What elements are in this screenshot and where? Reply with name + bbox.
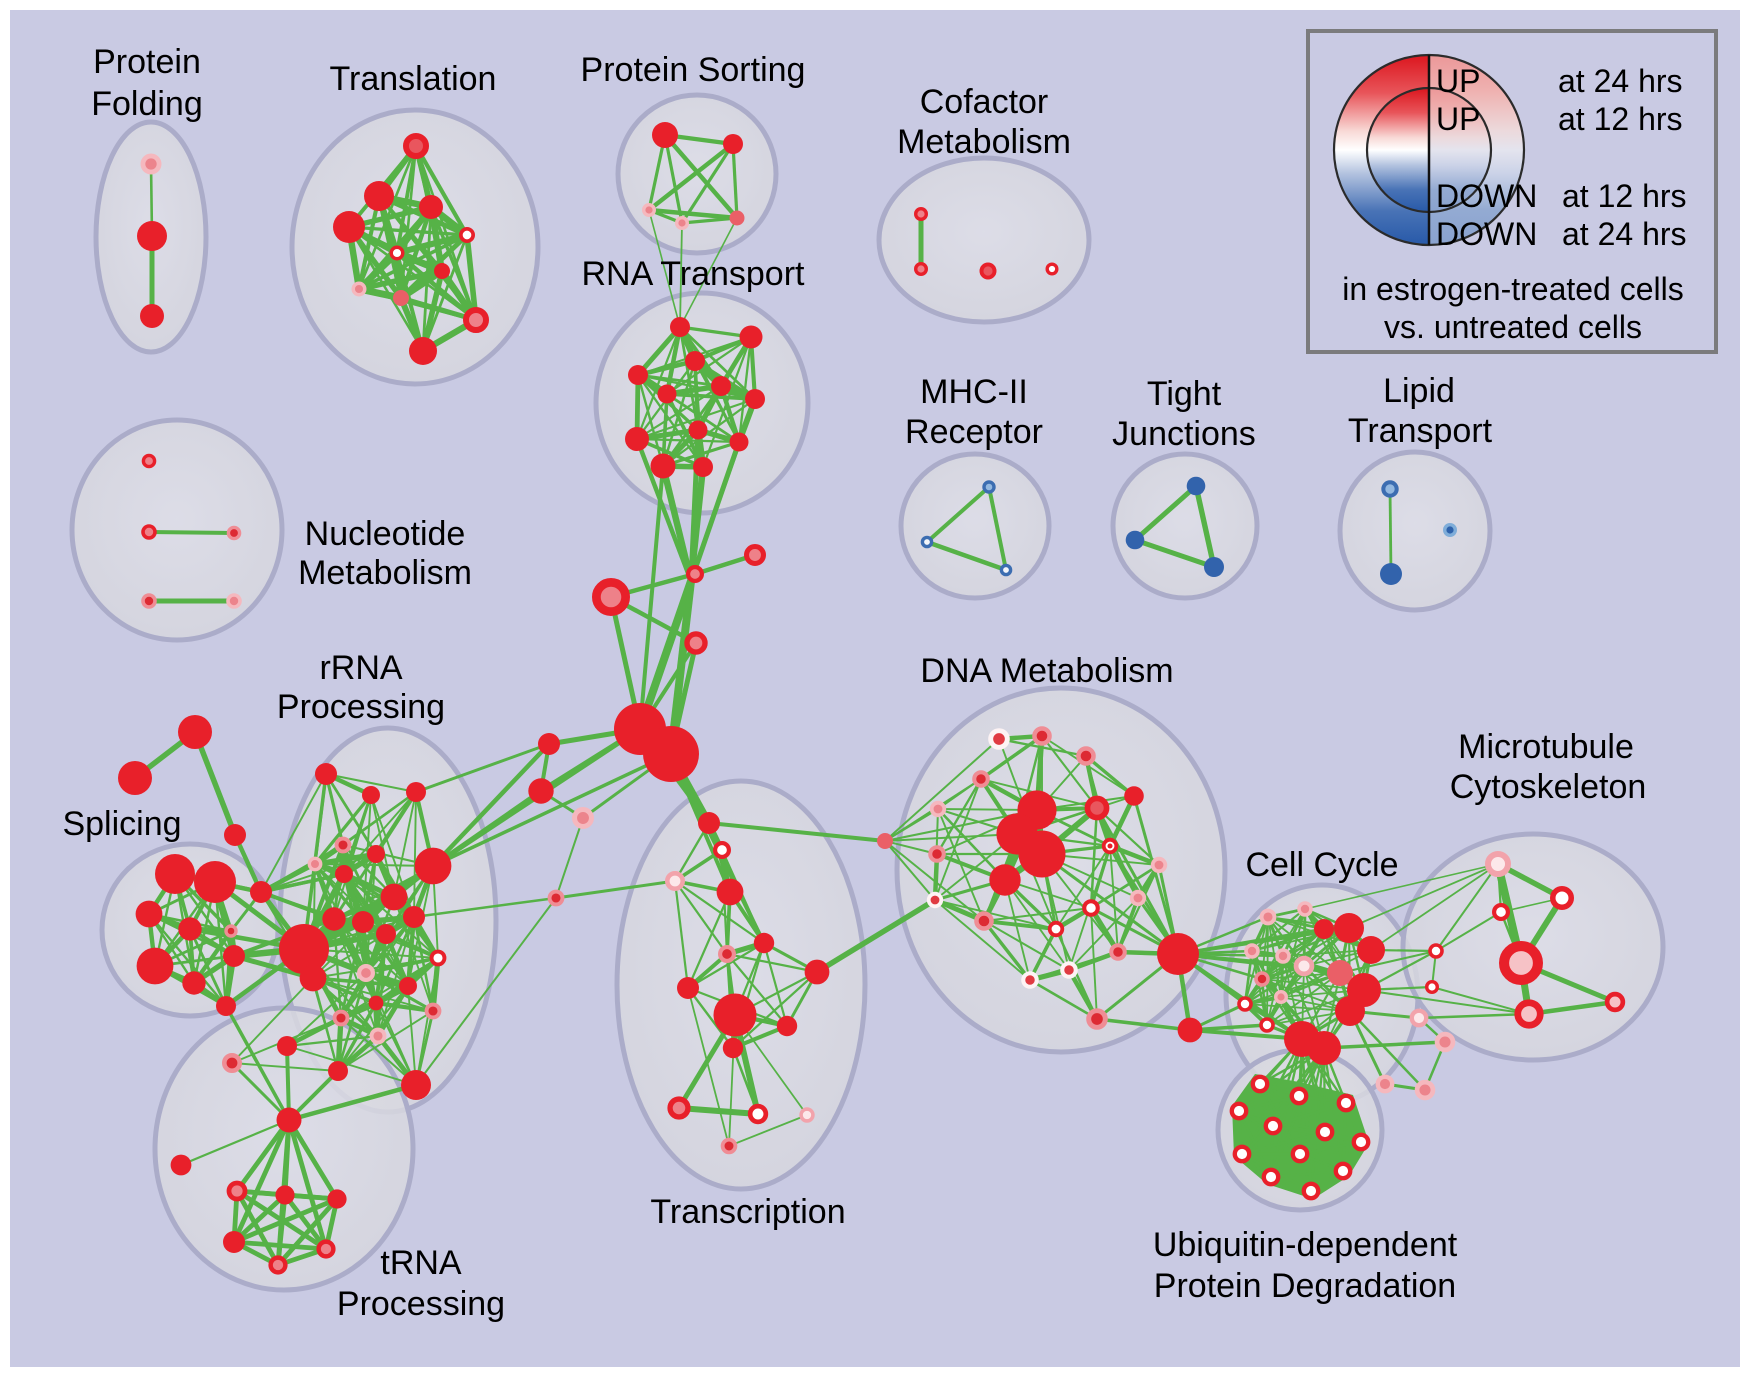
svg-text:rRNA: rRNA — [319, 649, 402, 687]
svg-text:Cofactor: Cofactor — [920, 83, 1049, 121]
svg-text:Tight: Tight — [1147, 375, 1222, 413]
svg-text:Cytoskeleton: Cytoskeleton — [1450, 768, 1647, 806]
svg-text:tRNA: tRNA — [380, 1244, 462, 1282]
svg-text:at 24 hrs: at 24 hrs — [1558, 63, 1683, 99]
svg-text:Cell Cycle: Cell Cycle — [1245, 846, 1398, 884]
svg-text:DOWN: DOWN — [1436, 216, 1537, 252]
svg-text:vs. untreated cells: vs. untreated cells — [1384, 309, 1642, 345]
svg-text:Microtubule: Microtubule — [1458, 728, 1634, 766]
svg-text:at 24 hrs: at 24 hrs — [1562, 216, 1687, 252]
svg-text:Folding: Folding — [91, 85, 203, 123]
svg-text:Metabolism: Metabolism — [298, 554, 472, 592]
svg-text:Processing: Processing — [277, 688, 445, 726]
svg-text:Metabolism: Metabolism — [897, 123, 1071, 161]
svg-text:Ubiquitin-dependent: Ubiquitin-dependent — [1153, 1226, 1458, 1264]
svg-text:Splicing: Splicing — [62, 805, 181, 843]
svg-text:Processing: Processing — [337, 1285, 505, 1323]
svg-text:Lipid: Lipid — [1383, 372, 1455, 410]
svg-text:Translation: Translation — [330, 60, 497, 98]
svg-text:Nucleotide: Nucleotide — [305, 515, 466, 553]
svg-text:UP: UP — [1436, 101, 1480, 137]
svg-text:in estrogen-treated cells: in estrogen-treated cells — [1342, 271, 1684, 307]
svg-text:RNA Transport: RNA Transport — [582, 255, 806, 293]
svg-text:at 12 hrs: at 12 hrs — [1562, 178, 1687, 214]
svg-text:DNA Metabolism: DNA Metabolism — [920, 652, 1173, 690]
svg-text:at 12 hrs: at 12 hrs — [1558, 101, 1683, 137]
svg-text:Protein: Protein — [93, 43, 201, 81]
svg-text:Junctions: Junctions — [1112, 415, 1256, 453]
svg-text:Transport: Transport — [1348, 412, 1493, 450]
svg-text:Transcription: Transcription — [650, 1193, 845, 1231]
svg-text:Protein Sorting: Protein Sorting — [581, 51, 806, 89]
svg-text:UP: UP — [1436, 63, 1480, 99]
svg-text:MHC-II: MHC-II — [920, 373, 1028, 411]
svg-text:Protein Degradation: Protein Degradation — [1154, 1267, 1456, 1305]
svg-text:Receptor: Receptor — [905, 413, 1043, 451]
svg-text:DOWN: DOWN — [1436, 178, 1537, 214]
